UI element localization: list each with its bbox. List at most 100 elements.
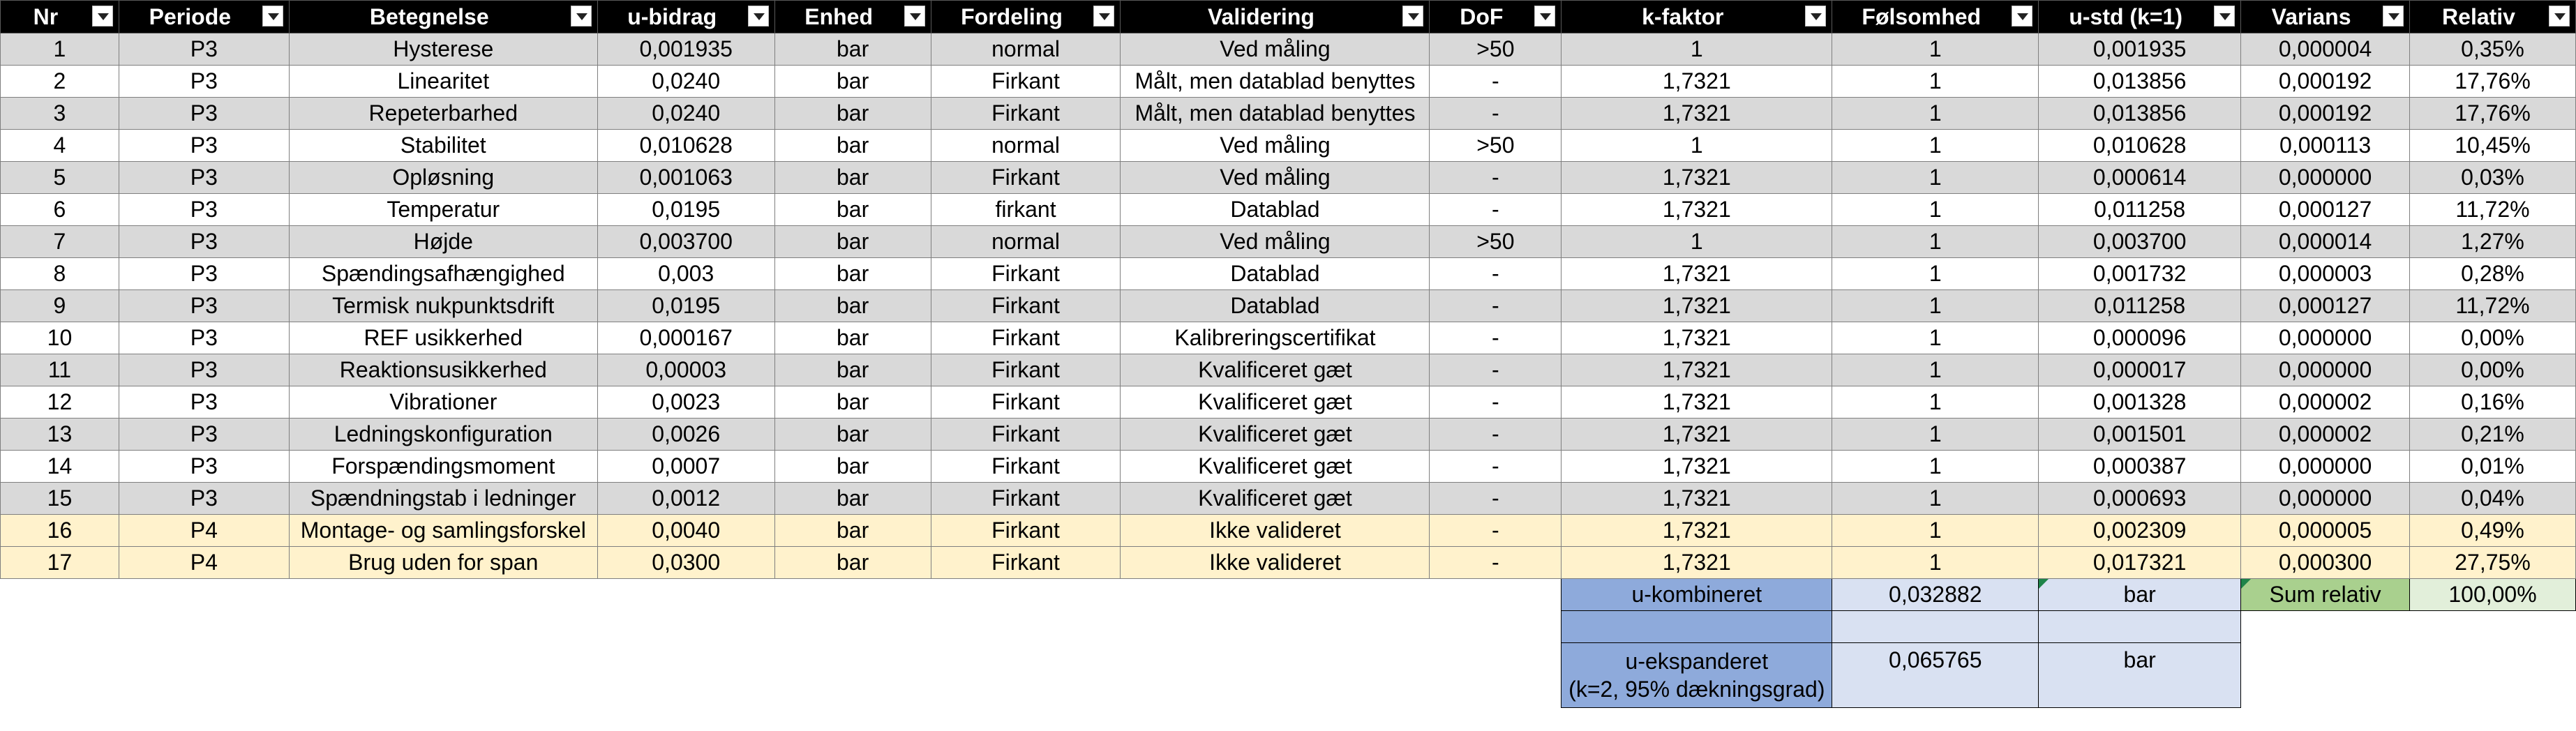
table-cell[interactable]: 0,000002: [2240, 418, 2411, 451]
filter-dropdown-icon[interactable]: [747, 6, 769, 27]
table-cell[interactable]: 0,011258: [2038, 289, 2242, 322]
table-cell[interactable]: -: [1429, 546, 1562, 579]
table-cell[interactable]: 1: [1832, 386, 2039, 419]
table-cell[interactable]: 0,011258: [2038, 193, 2242, 226]
table-cell[interactable]: 10,45%: [2409, 129, 2576, 162]
u-ekspanderet-unit[interactable]: bar: [2038, 642, 2242, 708]
table-cell[interactable]: 0,000014: [2240, 225, 2411, 258]
table-cell[interactable]: 2: [0, 65, 119, 98]
table-cell[interactable]: Kalibreringscertifikat: [1120, 322, 1430, 354]
table-cell[interactable]: Firkant: [930, 386, 1121, 419]
table-cell[interactable]: 0,00%: [2409, 354, 2576, 386]
table-cell[interactable]: 1: [1832, 65, 2039, 98]
u-ekspanderet-label[interactable]: u-ekspanderet (k=2, 95% dækningsgrad): [1561, 642, 1833, 708]
table-cell[interactable]: 0,000192: [2240, 65, 2411, 98]
filter-dropdown-icon[interactable]: [2214, 6, 2236, 27]
table-cell[interactable]: P3: [118, 482, 290, 515]
table-cell[interactable]: 0,000614: [2038, 161, 2242, 194]
table-cell[interactable]: 27,75%: [2409, 546, 2576, 579]
table-cell[interactable]: Firkant: [930, 418, 1121, 451]
table-cell[interactable]: 17,76%: [2409, 65, 2576, 98]
table-cell[interactable]: 0,35%: [2409, 33, 2576, 66]
table-cell[interactable]: Målt, men datablad benyttes: [1120, 65, 1430, 98]
table-cell[interactable]: 0,003700: [597, 225, 775, 258]
table-cell[interactable]: 1,7321: [1561, 546, 1833, 579]
table-cell[interactable]: Kvalificeret gæt: [1120, 386, 1430, 419]
filter-dropdown-icon[interactable]: [1805, 6, 1827, 27]
table-cell[interactable]: Datablad: [1120, 257, 1430, 290]
table-cell[interactable]: 1: [1561, 129, 1833, 162]
table-cell[interactable]: 1: [0, 33, 119, 66]
table-cell[interactable]: firkant: [930, 193, 1121, 226]
table-cell[interactable]: bar: [774, 418, 931, 451]
table-cell[interactable]: 0,000192: [2240, 97, 2411, 130]
table-cell[interactable]: P4: [118, 514, 290, 547]
table-cell[interactable]: 13: [0, 418, 119, 451]
table-cell[interactable]: P3: [118, 225, 290, 258]
table-cell[interactable]: 0,49%: [2409, 514, 2576, 547]
table-cell[interactable]: 0,000167: [597, 322, 775, 354]
table-cell[interactable]: Reaktionsusikkerhed: [288, 354, 598, 386]
table-cell[interactable]: bar: [774, 129, 931, 162]
table-cell[interactable]: -: [1429, 289, 1562, 322]
table-cell[interactable]: 0,03%: [2409, 161, 2576, 194]
table-cell[interactable]: P3: [118, 418, 290, 451]
table-cell[interactable]: P3: [118, 33, 290, 66]
table-cell[interactable]: Opløsning: [288, 161, 598, 194]
table-cell[interactable]: 0,002309: [2038, 514, 2242, 547]
table-cell[interactable]: -: [1429, 514, 1562, 547]
table-cell[interactable]: Linearitet: [288, 65, 598, 98]
column-header[interactable]: Relativ: [2409, 0, 2576, 33]
table-cell[interactable]: 0,0026: [597, 418, 775, 451]
column-header[interactable]: DoF: [1429, 0, 1562, 33]
table-cell[interactable]: 15: [0, 482, 119, 515]
filter-dropdown-icon[interactable]: [1402, 6, 1424, 27]
table-cell[interactable]: 0,000000: [2240, 354, 2411, 386]
table-cell[interactable]: bar: [774, 322, 931, 354]
table-cell[interactable]: 16: [0, 514, 119, 547]
table-cell[interactable]: 0,000004: [2240, 33, 2411, 66]
table-cell[interactable]: 0,000113: [2240, 129, 2411, 162]
table-cell[interactable]: 9: [0, 289, 119, 322]
table-cell[interactable]: 7: [0, 225, 119, 258]
table-cell[interactable]: 1,7321: [1561, 418, 1833, 451]
table-cell[interactable]: 1,7321: [1561, 482, 1833, 515]
table-cell[interactable]: P3: [118, 450, 290, 483]
table-cell[interactable]: 0,000002: [2240, 386, 2411, 419]
table-cell[interactable]: 5: [0, 161, 119, 194]
table-cell[interactable]: 1: [1832, 193, 2039, 226]
filter-dropdown-icon[interactable]: [904, 6, 925, 27]
table-cell[interactable]: bar: [774, 514, 931, 547]
table-cell[interactable]: 0,000300: [2240, 546, 2411, 579]
table-cell[interactable]: Firkant: [930, 322, 1121, 354]
table-cell[interactable]: Brug uden for span: [288, 546, 598, 579]
table-cell[interactable]: 0,00%: [2409, 322, 2576, 354]
table-cell[interactable]: -: [1429, 193, 1562, 226]
table-cell[interactable]: -: [1429, 418, 1562, 451]
summary-blank-cell[interactable]: [1561, 610, 1833, 643]
table-cell[interactable]: 0,000127: [2240, 289, 2411, 322]
table-cell[interactable]: >50: [1429, 225, 1562, 258]
filter-dropdown-icon[interactable]: [91, 6, 113, 27]
table-cell[interactable]: 0,001501: [2038, 418, 2242, 451]
table-cell[interactable]: 14: [0, 450, 119, 483]
column-header[interactable]: Nr: [0, 0, 119, 33]
table-cell[interactable]: bar: [774, 482, 931, 515]
table-cell[interactable]: Firkant: [930, 97, 1121, 130]
table-cell[interactable]: Firkant: [930, 161, 1121, 194]
table-cell[interactable]: 1: [1832, 161, 2039, 194]
table-cell[interactable]: Stabilitet: [288, 129, 598, 162]
table-cell[interactable]: 8: [0, 257, 119, 290]
table-cell[interactable]: P3: [118, 289, 290, 322]
table-cell[interactable]: 1: [1832, 482, 2039, 515]
table-cell[interactable]: Ved måling: [1120, 225, 1430, 258]
table-cell[interactable]: bar: [774, 257, 931, 290]
filter-dropdown-icon[interactable]: [2012, 6, 2033, 27]
table-cell[interactable]: 11,72%: [2409, 289, 2576, 322]
table-cell[interactable]: Firkant: [930, 546, 1121, 579]
filter-dropdown-icon[interactable]: [262, 6, 283, 27]
filter-dropdown-icon[interactable]: [1534, 6, 1556, 27]
table-cell[interactable]: 1: [1832, 97, 2039, 130]
table-cell[interactable]: Firkant: [930, 257, 1121, 290]
table-cell[interactable]: 11,72%: [2409, 193, 2576, 226]
